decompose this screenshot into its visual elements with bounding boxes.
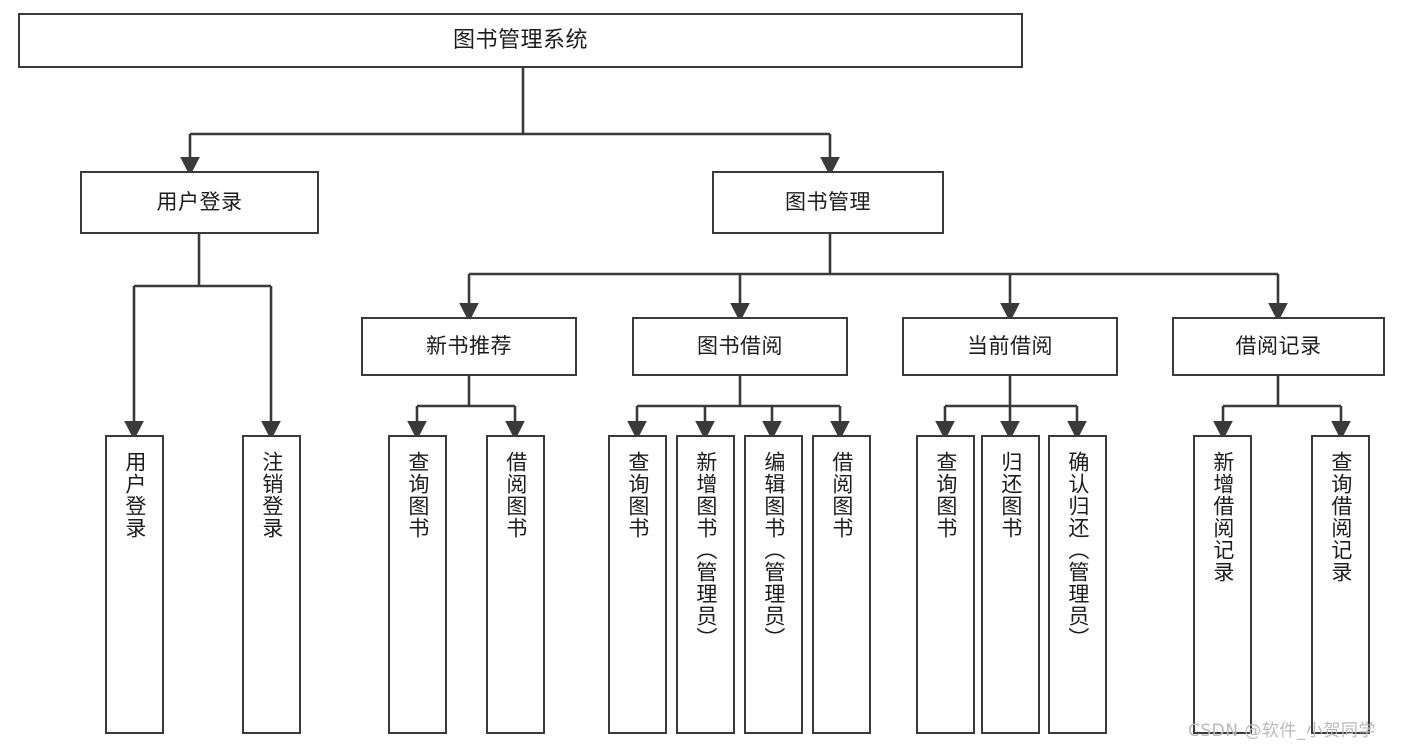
node-leaf-borrow-record-add[interactable]: 新增借阅记录 [1193, 435, 1252, 734]
node-root-system-label: 图书管理系统 [452, 27, 588, 53]
node-user-login-label: 用户登录 [156, 190, 243, 215]
node-leaf-book-borrow-edit[interactable]: 编辑图书（管理员） [744, 435, 803, 734]
node-leaf-borrow-record-query-label: 查询借阅记录 [1328, 451, 1353, 583]
node-leaf-new-book-borrow-label: 借阅图书 [503, 451, 528, 539]
node-leaf-current-borrow-confirm-label: 确认归还（管理员） [1065, 451, 1090, 649]
node-leaf-book-borrow-edit-label: 编辑图书（管理员） [761, 451, 786, 649]
node-current-borrow-label: 当前借阅 [967, 334, 1053, 359]
node-leaf-book-borrow-add[interactable]: 新增图书（管理员） [676, 435, 735, 734]
node-leaf-user-login-signin[interactable]: 用户登录 [105, 435, 164, 734]
csdn-watermark: CSDN @软件_小贺同学 [1188, 721, 1376, 741]
node-leaf-book-borrow-query[interactable]: 查询图书 [608, 435, 667, 734]
node-new-book-recommend-label: 新书推荐 [426, 334, 512, 359]
node-user-login[interactable]: 用户登录 [80, 171, 319, 234]
node-root-system[interactable]: 图书管理系统 [18, 13, 1023, 68]
node-leaf-user-login-signout[interactable]: 注销登录 [242, 435, 301, 734]
node-leaf-new-book-query-label: 查询图书 [405, 451, 430, 539]
node-leaf-book-borrow-lend-label: 借阅图书 [829, 451, 854, 539]
node-leaf-book-borrow-add-label: 新增图书（管理员） [693, 451, 718, 649]
node-leaf-user-login-signin-label: 用户登录 [122, 451, 147, 539]
node-leaf-borrow-record-query[interactable]: 查询借阅记录 [1311, 435, 1370, 734]
node-leaf-current-borrow-query-label: 查询图书 [933, 451, 958, 539]
node-book-borrow-label: 图书借阅 [697, 334, 783, 359]
node-leaf-book-borrow-query-label: 查询图书 [625, 451, 650, 539]
node-leaf-borrow-record-add-label: 新增借阅记录 [1210, 451, 1235, 583]
node-book-borrow[interactable]: 图书借阅 [632, 317, 848, 376]
node-book-management-label: 图书管理 [785, 190, 871, 215]
node-leaf-current-borrow-confirm[interactable]: 确认归还（管理员） [1048, 435, 1107, 734]
node-leaf-new-book-query[interactable]: 查询图书 [388, 435, 447, 734]
node-leaf-current-borrow-return[interactable]: 归还图书 [981, 435, 1040, 734]
node-new-book-recommend[interactable]: 新书推荐 [361, 317, 577, 376]
node-leaf-book-borrow-lend[interactable]: 借阅图书 [812, 435, 871, 734]
node-borrow-record-label: 借阅记录 [1235, 334, 1322, 359]
node-leaf-current-borrow-query[interactable]: 查询图书 [916, 435, 975, 734]
node-current-borrow[interactable]: 当前借阅 [902, 317, 1118, 376]
node-leaf-current-borrow-return-label: 归还图书 [998, 451, 1023, 539]
node-book-management[interactable]: 图书管理 [712, 171, 944, 234]
node-borrow-record[interactable]: 借阅记录 [1172, 317, 1385, 376]
node-leaf-user-login-signout-label: 注销登录 [259, 451, 284, 539]
node-leaf-new-book-borrow[interactable]: 借阅图书 [486, 435, 545, 734]
